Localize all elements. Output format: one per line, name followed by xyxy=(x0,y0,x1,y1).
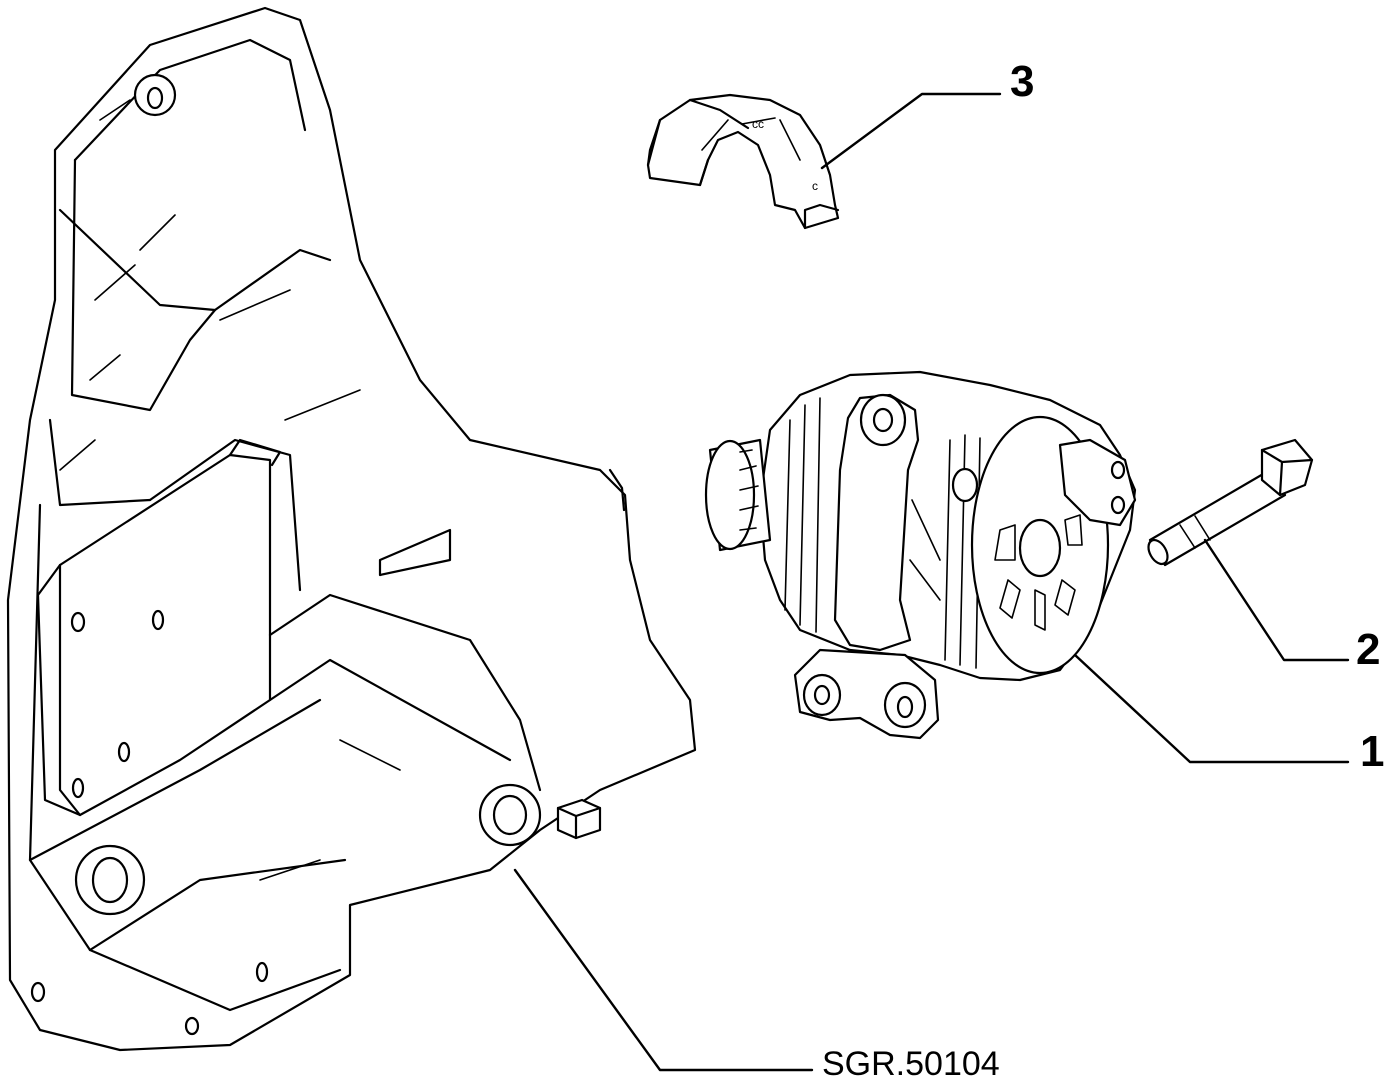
reference-code: SGR.50104 xyxy=(822,1045,1000,1077)
callout-label-1: 1 xyxy=(1360,727,1384,776)
svg-text:cc: cc xyxy=(752,117,764,131)
half-clamp-part: cc c xyxy=(646,93,840,230)
leader-line-ref xyxy=(513,868,814,1072)
leader-line-1 xyxy=(1073,653,1350,764)
svg-text:c: c xyxy=(812,179,818,193)
bolt-part xyxy=(1147,438,1314,567)
callout-label-3: 3 xyxy=(1010,57,1034,106)
alternator-support-bracket xyxy=(6,6,697,1052)
callout-label-2: 2 xyxy=(1356,625,1380,674)
leader-line-3 xyxy=(820,92,1002,170)
alternator-part xyxy=(704,370,1137,740)
leader-lines xyxy=(513,92,1350,1072)
leader-line-2 xyxy=(1203,538,1350,662)
